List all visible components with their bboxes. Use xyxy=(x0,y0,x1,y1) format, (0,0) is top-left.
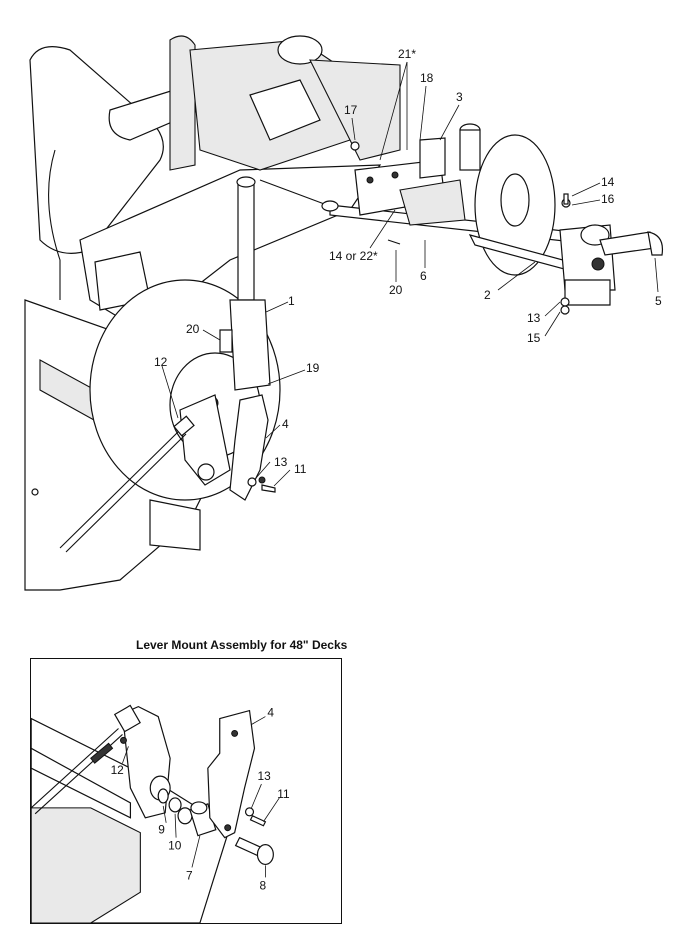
lever-arm xyxy=(219,176,271,391)
mower-seat xyxy=(29,35,202,300)
callout-2: 2 xyxy=(484,288,491,302)
inset-callout-9: 9 xyxy=(158,823,165,837)
callout-17: 17 xyxy=(344,103,358,117)
callout-15: 15 xyxy=(527,331,541,345)
inset-box: 4 12 13 11 9 10 7 8 xyxy=(30,658,342,924)
callout-1: 1 xyxy=(288,294,295,308)
inset-callout-12: 12 xyxy=(111,763,125,777)
callout-11: 11 xyxy=(294,462,307,476)
callout-14-or-22: 14 or 22* xyxy=(329,249,378,263)
callout-16: 16 xyxy=(601,192,615,206)
callout-19: 19 xyxy=(306,361,320,375)
callout-5: 5 xyxy=(655,294,662,308)
inset-callout-13: 13 xyxy=(257,769,271,783)
callout-18: 18 xyxy=(420,71,434,85)
hitch-bracket xyxy=(354,137,466,226)
callout-4: 4 xyxy=(282,417,289,431)
callout-20-top: 20 xyxy=(389,283,403,297)
inset-callout-8: 8 xyxy=(259,878,266,892)
push-rod xyxy=(59,415,195,553)
callout-leaders xyxy=(161,61,659,487)
callout-14-top: 14 xyxy=(601,175,615,189)
inset-title: Lever Mount Assembly for 48" Decks xyxy=(136,638,348,652)
inset-callout-11: 11 xyxy=(277,787,290,801)
callout-3: 3 xyxy=(456,90,463,104)
callout-13-left: 13 xyxy=(274,455,288,469)
callout-21: 21* xyxy=(398,47,416,61)
inset-callout-7: 7 xyxy=(186,868,193,882)
inset-callout-10: 10 xyxy=(168,839,182,853)
rear-wheel-right xyxy=(474,134,556,276)
callout-12: 12 xyxy=(154,355,168,369)
trailer-tongue xyxy=(591,231,664,271)
inset-callout-4: 4 xyxy=(267,706,274,720)
lever-mount-plate xyxy=(179,394,269,501)
callout-6: 6 xyxy=(420,269,427,283)
main-exploded-diagram: 21* 18 3 17 14 16 14 or 22* 20 6 2 5 13 … xyxy=(24,35,664,591)
hardware xyxy=(247,141,571,493)
inset-exploded-diagram: 4 12 13 11 9 10 7 8 xyxy=(31,704,290,923)
pin-cylinder xyxy=(459,123,481,171)
callout-13-right: 13 xyxy=(527,311,541,325)
callout-20-left: 20 xyxy=(186,322,200,336)
